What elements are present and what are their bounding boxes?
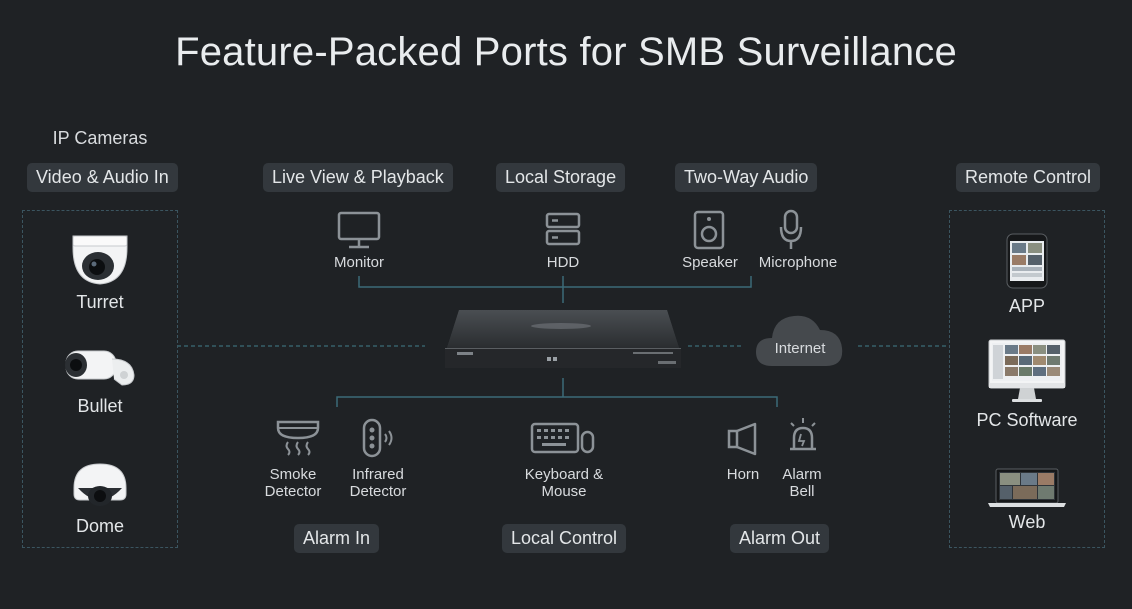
smoke-detector-label: Smoke Detector: [248, 466, 338, 500]
camera-label-bullet: Bullet: [77, 396, 123, 416]
hdd-icon: [544, 211, 582, 247]
internet-label: Internet: [774, 340, 826, 357]
local-storage-pill: Local Storage: [496, 163, 626, 192]
phone-app-icon: [1006, 233, 1048, 289]
keyboard-mouse-icon: [530, 422, 596, 454]
pc-software-icon: [988, 339, 1066, 405]
keyboard-mouse-label-text: Keyboard & Mouse: [524, 466, 604, 500]
local-control-pill: Local Control: [502, 524, 627, 553]
ip-cameras-heading: IP Cameras: [52, 128, 148, 148]
monitor-icon: [336, 210, 382, 250]
infrared-detector-icon: [362, 418, 396, 458]
web-laptop-icon: [986, 468, 1068, 508]
cloud-icon: [752, 308, 848, 368]
camera-label-dome: Dome: [75, 516, 124, 536]
microphone-label: Microphone: [758, 254, 838, 271]
speaker-label: Speaker: [682, 254, 738, 271]
web-label: Web: [1008, 512, 1046, 532]
smoke-detector-icon: [276, 418, 320, 458]
hdd-label: HDD: [546, 254, 580, 271]
speaker-icon: [693, 210, 725, 250]
monitor-label: Monitor: [333, 254, 385, 271]
remote-control-pill: Remote Control: [956, 163, 1101, 192]
horn-label: Horn: [726, 466, 760, 483]
pc-software-label: PC Software: [976, 410, 1078, 430]
microphone-icon: [778, 209, 804, 251]
infrared-detector-label-text: Infrared Detector: [349, 466, 407, 500]
alarm-bell-label: Alarm Bell: [762, 466, 842, 500]
camera-label-turret: Turret: [76, 292, 124, 312]
horn-icon: [727, 422, 759, 456]
alarm-out-pill: Alarm Out: [730, 524, 830, 553]
keyboard-mouse-label: Keyboard & Mouse: [509, 466, 619, 500]
app-label: APP: [1008, 296, 1046, 316]
bullet-camera-icon: [62, 347, 138, 389]
alarm-in-pill: Alarm In: [294, 524, 380, 553]
smoke-detector-label-text: Smoke Detector: [264, 466, 322, 500]
alarm-bell-label-text: Alarm Bell: [782, 466, 822, 500]
dome-camera-icon: [70, 460, 130, 512]
remote-control-box: [949, 210, 1105, 548]
two-way-audio-pill: Two-Way Audio: [675, 163, 818, 192]
ip-cameras-box: [22, 210, 178, 548]
page-title: Feature-Packed Ports for SMB Surveillanc…: [175, 30, 957, 74]
nvr-device-icon: [443, 306, 683, 370]
alarm-bell-icon: [786, 416, 820, 456]
infrared-detector-label: Infrared Detector: [333, 466, 423, 500]
video-audio-in-pill: Video & Audio In: [27, 163, 178, 192]
live-view-playback-pill: Live View & Playback: [263, 163, 453, 192]
turret-camera-icon: [70, 232, 130, 288]
